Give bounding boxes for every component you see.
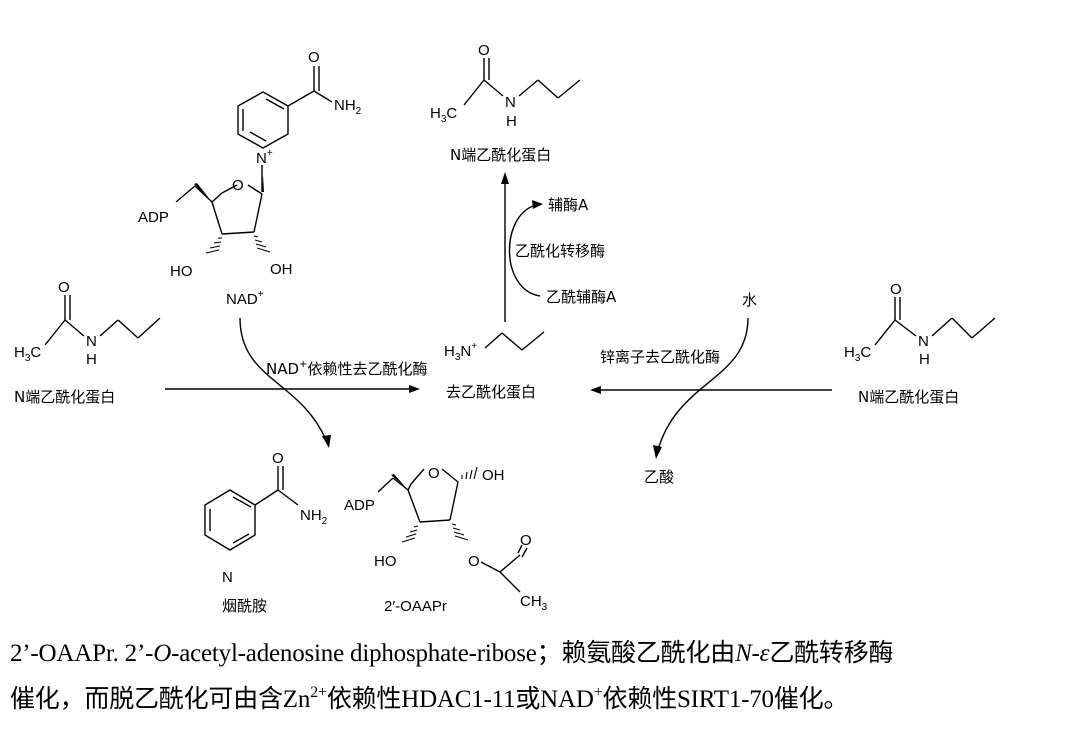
up-reaction-arrow: 辅酶A 乙酰化转移酶 乙酰辅酶A [501, 172, 617, 322]
right-reaction-arrow: 水 锌离子去乙酰化酶 乙酸 [590, 291, 832, 486]
right-methyl-label: H3C [844, 344, 871, 364]
caption-line-2: 催化，而脱乙酰化可由含Zn2+依赖性HDAC1-11或NAD+依赖性SIRT1-… [10, 678, 1062, 722]
nicotinamide-structure: O NH2 N 烟酰胺 [204, 450, 328, 615]
nad-pyridinium-n: N+ [256, 148, 273, 167]
left-acetyl-lysine-structure: O N H H3C N端乙酰化蛋白 [14, 279, 161, 406]
nicotinamide-nh2: NH2 [300, 507, 328, 527]
left-substrate-label: N端乙酰化蛋白 [14, 388, 115, 406]
acetic-acid-label: 乙酸 [644, 468, 674, 486]
left-amide-h: H [86, 351, 97, 368]
nad-amide-nh2: NH2 [334, 97, 362, 117]
caption-2-sup2: + [593, 684, 603, 701]
caption-1e: 乙酰转移酶 [769, 640, 894, 667]
nad-amide-o: O [308, 49, 320, 66]
nad-structure: O NH2 N+ O ADP HO OH NAD+ [138, 49, 362, 308]
nad-adp-label: ADP [138, 209, 169, 226]
top-amide-n: N [505, 94, 516, 111]
oaapr-structure: O ADP OH HO O O CH3 2′-OAAPr [344, 465, 548, 615]
caption-2-sup1: 2+ [310, 684, 327, 701]
nad-ribose-hash-bonds [205, 235, 271, 254]
acetyltransferase-label: 乙酰化转移酶 [515, 242, 605, 260]
left-reaction-arrow: NAD+依赖性去乙酰化酶 [165, 317, 427, 448]
top-methyl-label: H3C [430, 105, 457, 125]
nad-ho-label: HO [170, 263, 193, 280]
center-protein-label: 去乙酰化蛋白 [446, 383, 536, 401]
oaapr-ribose-o: O [428, 465, 440, 482]
caption-1d: N-ε [735, 640, 770, 667]
nad-ribose-o: O [232, 177, 244, 194]
right-acetyl-lysine-structure: O N H H3C N端乙酰化蛋白 [844, 281, 996, 406]
caption-2a: 催化，而脱乙酰化可由含Zn [10, 686, 311, 713]
oaapr-anomeric-oh: OH [482, 467, 505, 484]
caption-line-1: 2’-OAAPr. 2’-O-acetyl-adenosine diphosph… [10, 632, 1062, 676]
caption-1a: 2’-OAAPr. 2’- [10, 640, 154, 667]
caption-1c: -acetyl-adenosine diphosphate-ribose；赖氨酸… [171, 640, 736, 667]
right-amide-h: H [919, 351, 930, 368]
caption-1b: O [153, 640, 172, 667]
top-amide-h: H [506, 113, 517, 130]
hdac-enzyme-label: 锌离子去乙酰化酶 [600, 348, 720, 366]
center-deacetylated-lysine-structure: H3N+ 去乙酰化蛋白 [444, 331, 545, 401]
oaapr-carbonyl-o: O [520, 532, 532, 549]
nad-label: NAD+ [226, 289, 264, 308]
top-product-label: N端乙酰化蛋白 [450, 146, 551, 164]
coa-label: 辅酶A [548, 196, 589, 214]
oaapr-methyl: CH3 [520, 593, 548, 613]
oaapr-hash-bonds [401, 466, 478, 543]
water-label: 水 [742, 291, 757, 309]
oaapr-ester-o: O [468, 553, 480, 570]
left-carbonyl-o: O [58, 279, 70, 296]
sirt-enzyme-label: NAD+依赖性去乙酰化酶 [266, 359, 427, 378]
oaapr-adp-label: ADP [344, 497, 375, 514]
top-acetyl-lysine-structure: O N H H3C N端乙酰化蛋白 [430, 42, 581, 164]
left-methyl-label: H3C [14, 344, 41, 364]
oaapr-label: 2′-OAAPr [384, 598, 447, 615]
center-ammonium-label: H3N+ [444, 341, 477, 363]
caption-2b: 依赖性HDAC1-11或NAD [326, 686, 594, 713]
nad-oh-label: OH [270, 261, 293, 278]
right-amide-n: N [918, 333, 929, 350]
deacetylation-scheme: O N H H3C N端乙酰化蛋白 O N H H3C N端乙酰化蛋白 O N … [14, 42, 996, 615]
right-carbonyl-o: O [890, 281, 902, 298]
right-substrate-label: N端乙酰化蛋白 [858, 388, 959, 406]
caption-2c: 依赖性SIRT1-70催化。 [602, 686, 849, 713]
nicotinamide-label: 烟酰胺 [222, 597, 267, 615]
left-amide-n: N [86, 333, 97, 350]
oaapr-ho-label: HO [374, 553, 397, 570]
acetyl-coa-label: 乙酰辅酶A [546, 288, 617, 306]
nicotinamide-o: O [272, 450, 284, 467]
nicotinamide-ring-n: N [222, 569, 233, 586]
top-carbonyl-o: O [478, 42, 490, 59]
